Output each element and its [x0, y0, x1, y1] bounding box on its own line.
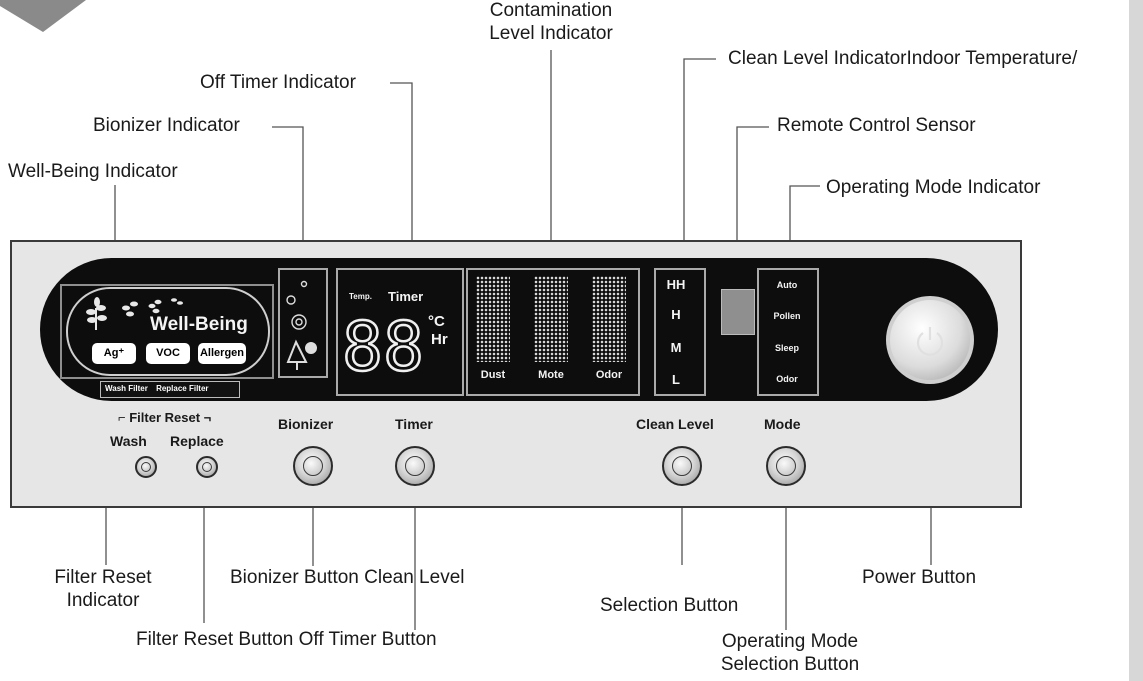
mode-pollen: Pollen: [773, 311, 801, 321]
callout-contamination-level: Contamination Level Indicator: [476, 0, 626, 45]
chip-voc: VOC: [146, 343, 190, 364]
clean-level-indicator: [654, 268, 706, 396]
well-being-indicator: [66, 287, 270, 376]
callout-filter-reset-indicator: Filter Reset Indicator: [28, 566, 178, 612]
corner-arrow-icon: [0, 0, 86, 32]
callout-filter-reset-line2: Indicator: [66, 590, 140, 611]
callout-selection-button: Selection Button: [600, 595, 739, 616]
replace-filter-label: Replace Filter: [156, 384, 209, 393]
off-timer-indicator: [336, 268, 464, 396]
page-edge-strip: [1129, 0, 1143, 681]
callout-filter-reset-line1: Filter Reset: [54, 567, 152, 588]
mode-button[interactable]: [766, 446, 806, 486]
power-button[interactable]: [886, 296, 974, 384]
level-h: H: [671, 307, 681, 322]
odor-label: Odor: [595, 369, 623, 381]
bionizer-button[interactable]: [293, 446, 333, 486]
wash-filter-label: Wash Filter: [105, 384, 148, 393]
replace-button-label: Replace: [170, 433, 224, 449]
callout-contamination-line1: Contamination: [489, 0, 613, 21]
mode-odor: Odor: [776, 374, 798, 384]
well-being-title: Well-Being: [150, 314, 248, 335]
clean-level-button[interactable]: [662, 446, 702, 486]
callout-operating-mode-selection: Operating Mode Selection Button: [700, 630, 880, 676]
callout-bionizer-button: Bionizer Button Clean Level: [230, 567, 465, 588]
mode-button-label: Mode: [764, 416, 801, 432]
operating-mode-indicator: [757, 268, 819, 396]
filter-reset-group-label: ⌐ Filter Reset ¬: [118, 410, 211, 425]
filter-reset-title: Filter Reset: [129, 410, 201, 425]
wash-button-label: Wash: [110, 433, 147, 449]
well-being-frame: [60, 284, 274, 379]
callout-filter-reset-button: Filter Reset Button Off Timer Button: [136, 629, 437, 650]
sparkle-icon: [286, 280, 317, 370]
contamination-level-indicator: [466, 268, 640, 396]
wash-button-cap: [140, 461, 152, 473]
power-icon: [916, 327, 944, 356]
callout-operating-mode-indicator: Operating Mode Indicator: [826, 177, 1041, 198]
callout-power-button: Power Button: [862, 567, 977, 588]
bionizer-button-cap: [302, 455, 324, 477]
level-l: L: [672, 372, 680, 387]
timer-button-label: Timer: [395, 416, 433, 432]
mote-label: Mote: [538, 369, 564, 381]
hour-unit: Hr: [431, 331, 448, 348]
remote-control-sensor: [721, 289, 755, 335]
level-m: M: [670, 340, 682, 355]
callout-off-timer-indicator: Off Timer Indicator: [200, 72, 356, 93]
filter-reset-indicator: Wash Filter Replace Filter: [100, 381, 240, 398]
chip-ag: Ag⁺: [92, 343, 136, 364]
callout-bionizer-indicator: Bionizer Indicator: [93, 115, 240, 136]
level-hh: HH: [666, 277, 686, 292]
clean-level-button-label: Clean Level: [636, 416, 714, 432]
temp-label: Temp.: [349, 292, 372, 301]
callout-operating-mode-line2: Selection Button: [720, 654, 860, 675]
chip-allergen: Allergen: [198, 343, 246, 364]
replace-button[interactable]: [196, 456, 218, 478]
callout-operating-mode-line1: Operating Mode: [721, 631, 859, 652]
tree-icon: [286, 339, 317, 370]
odor-dot-matrix: [592, 276, 626, 362]
timer-button[interactable]: [395, 446, 435, 486]
wash-button[interactable]: [135, 456, 157, 478]
leaves-icon: [86, 297, 183, 330]
bracket-left: ⌐: [118, 410, 130, 425]
timer-digits: 88: [341, 308, 425, 387]
clean-level-button-cap: [671, 455, 693, 477]
mode-auto: Auto: [776, 280, 798, 290]
callout-well-being-indicator: Well-Being Indicator: [8, 161, 178, 182]
bionizer-indicator: [278, 268, 328, 378]
mode-button-cap: [775, 455, 797, 477]
replace-button-cap: [201, 461, 213, 473]
callout-remote-sensor: Remote Control Sensor: [777, 115, 976, 136]
mote-dot-matrix: [534, 276, 568, 362]
celsius-unit: °C: [428, 313, 445, 330]
timer-button-cap: [404, 455, 426, 477]
bionizer-button-label: Bionizer: [278, 416, 334, 432]
mode-sleep: Sleep: [774, 343, 799, 353]
callout-clean-level-indicator: Clean Level IndicatorIndoor Temperature/: [728, 48, 1078, 69]
dust-dot-matrix: [476, 276, 510, 362]
callout-contamination-line2: Level Indicator: [489, 23, 613, 44]
dust-label: Dust: [480, 369, 506, 381]
bracket-right: ¬: [200, 410, 212, 425]
timer-label: Timer: [388, 289, 424, 304]
